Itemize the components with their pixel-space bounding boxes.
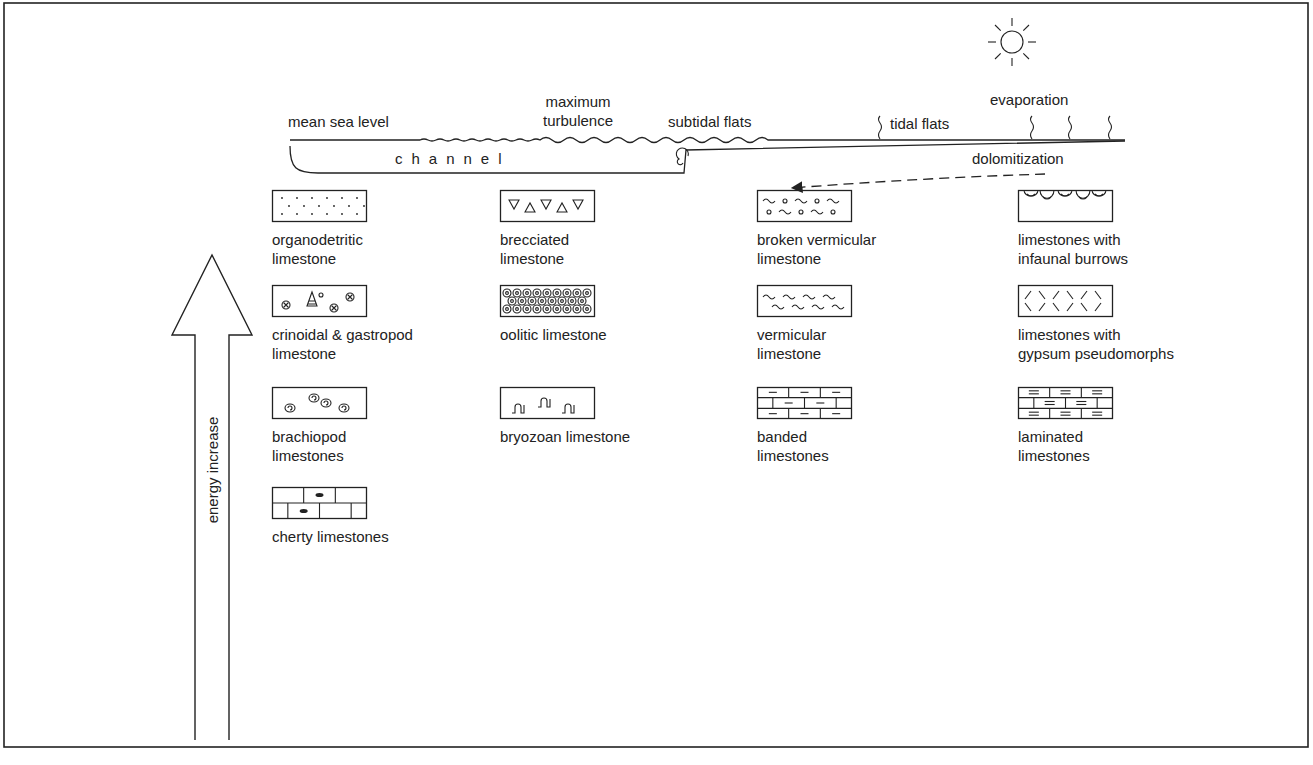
lithology-symbol: cherty limestones bbox=[272, 487, 472, 546]
dolomitization-arrow bbox=[792, 174, 1045, 188]
lithology-symbol: broken vermicular limestone bbox=[757, 190, 897, 268]
pattern-box bbox=[272, 487, 367, 519]
pattern-box bbox=[1018, 190, 1113, 222]
pattern-box bbox=[272, 387, 367, 419]
diagram-label: evaporation bbox=[990, 90, 1068, 109]
lithology-caption: limestones with gypsum pseudomorphs bbox=[1018, 325, 1176, 363]
pattern-box bbox=[1018, 387, 1113, 419]
diagram-label: maximum turbulence bbox=[528, 92, 628, 130]
lithology-symbol: laminated limestones bbox=[1018, 387, 1118, 465]
lithology-symbol: organodetritic limestone bbox=[272, 190, 392, 268]
diagram-label: tidal flats bbox=[890, 114, 949, 133]
diagram-label: mean sea level bbox=[288, 112, 389, 131]
lithology-symbol: banded limestones bbox=[757, 387, 857, 465]
lithology-symbol: vermicular limestone bbox=[757, 285, 857, 363]
lithology-caption: bryozoan limestone bbox=[500, 427, 700, 446]
lithology-symbol: limestones with infaunal burrows bbox=[1018, 190, 1158, 268]
lithology-caption: broken vermicular limestone bbox=[757, 230, 897, 268]
lithology-caption: oolitic limestone bbox=[500, 325, 700, 344]
lithology-symbol: brachiopod limestones bbox=[272, 387, 372, 465]
pattern-box bbox=[757, 387, 852, 419]
turbulence-swirl bbox=[676, 148, 688, 165]
channel-floor bbox=[290, 141, 1125, 173]
lithology-symbol: limestones with gypsum pseudomorphs bbox=[1018, 285, 1176, 363]
pattern-box bbox=[1018, 285, 1113, 317]
lithology-caption: brachiopod limestones bbox=[272, 427, 372, 465]
diagram-label: subtidal flats bbox=[668, 112, 751, 131]
lithology-symbol: bryozoan limestone bbox=[500, 387, 700, 446]
sea-surface bbox=[290, 138, 1125, 143]
frame bbox=[4, 3, 1308, 747]
pattern-box bbox=[500, 190, 595, 222]
axis-label: energy increase bbox=[203, 417, 222, 524]
pattern-box bbox=[272, 285, 367, 317]
lithology-symbol: brecciated limestone bbox=[500, 190, 610, 268]
diagram-label: dolomitization bbox=[972, 149, 1064, 168]
pattern-box bbox=[757, 285, 852, 317]
pattern-box bbox=[500, 285, 595, 317]
lithology-caption: brecciated limestone bbox=[500, 230, 610, 268]
pattern-box bbox=[272, 190, 367, 222]
lithology-symbol: oolitic limestone bbox=[500, 285, 700, 344]
lithology-caption: cherty limestones bbox=[272, 527, 472, 546]
pattern-box bbox=[500, 387, 595, 419]
lithology-caption: organodetritic limestone bbox=[272, 230, 392, 268]
lithology-caption: limestones with infaunal burrows bbox=[1018, 230, 1158, 268]
pattern-box bbox=[757, 190, 852, 222]
lithology-caption: crinoidal & gastropod limestone bbox=[272, 325, 442, 363]
lithology-caption: banded limestones bbox=[757, 427, 857, 465]
diagram-label: channel bbox=[395, 149, 511, 168]
sun-symbol bbox=[988, 18, 1036, 66]
energy-arrow bbox=[172, 255, 252, 740]
lithology-caption: vermicular limestone bbox=[757, 325, 857, 363]
lithology-caption: laminated limestones bbox=[1018, 427, 1118, 465]
lithology-symbol: crinoidal & gastropod limestone bbox=[272, 285, 442, 363]
